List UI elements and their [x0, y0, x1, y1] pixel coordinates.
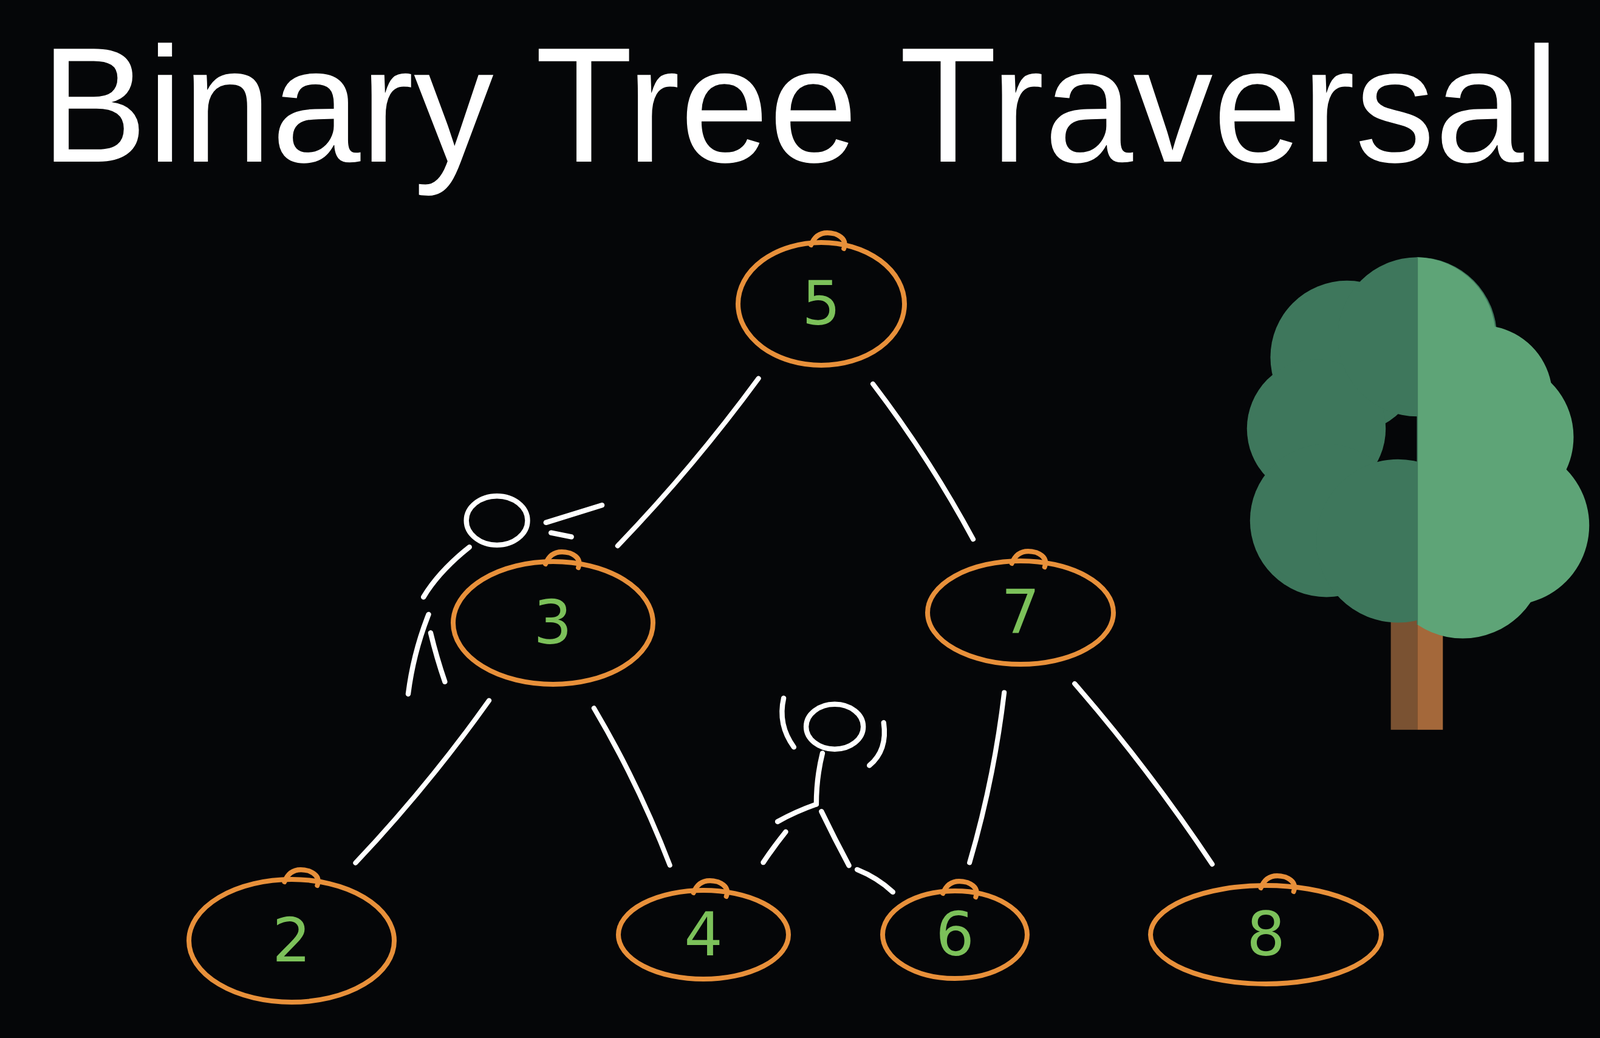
tree-edge: [594, 707, 671, 865]
tree-node: 5: [733, 237, 910, 370]
node-value: 4: [683, 903, 723, 965]
title: Binary Tree Traversal: [40, 23, 1560, 188]
title-bar: Binary Tree Traversal: [0, 23, 1600, 188]
stick-figure: [408, 495, 602, 694]
tree-node: 3: [448, 556, 658, 689]
tree-icon: [1247, 256, 1590, 730]
node-value: 3: [533, 592, 573, 653]
tree-edge: [617, 378, 759, 546]
node-value: 6: [935, 903, 975, 965]
node-value: 2: [272, 909, 312, 971]
tree-edge: [1074, 683, 1212, 864]
tree-node: 8: [1145, 880, 1387, 989]
node-value: 7: [1001, 581, 1040, 643]
node-value: 5: [801, 273, 841, 335]
tree-edge: [969, 692, 1005, 863]
tree-node: 4: [613, 885, 794, 984]
tree-node: 7: [922, 555, 1119, 669]
tree-edge: [355, 700, 489, 863]
tree-edge: [872, 383, 974, 540]
tree-node: 2: [184, 874, 400, 1007]
node-value: 8: [1246, 903, 1286, 965]
tree-node: 6: [877, 885, 1033, 983]
stick-figure: [763, 697, 893, 892]
